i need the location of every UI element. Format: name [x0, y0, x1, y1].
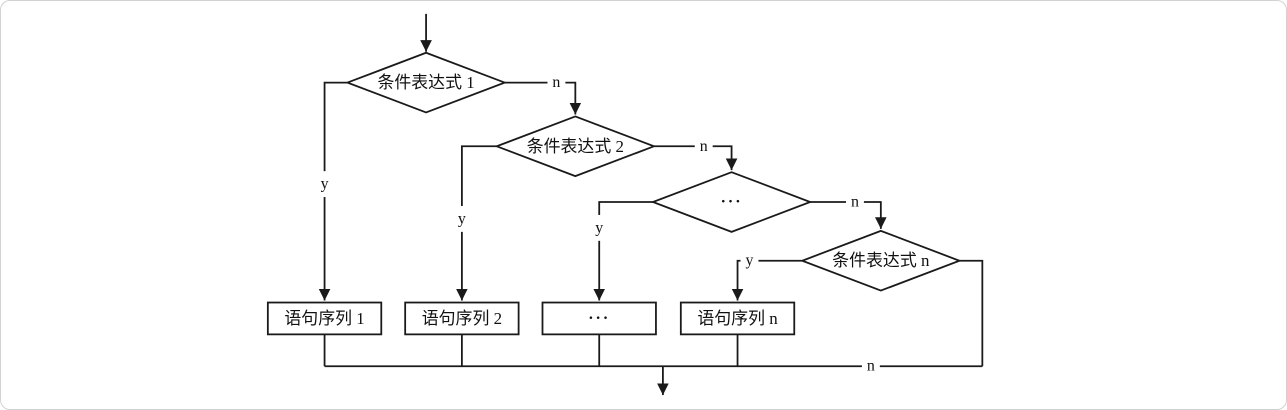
branch-label-backdrop: [694, 137, 713, 156]
decision-diamond-4: [799, 229, 962, 292]
edge-decision2-no: [653, 145, 738, 171]
branch-label-no-1: n: [552, 74, 560, 91]
process-label-4: 语句序列 n: [697, 309, 778, 328]
branch-label-backdrop: [846, 193, 864, 211]
edge-decision1-no: [504, 81, 582, 115]
decision-label-4: 条件表达式 n: [832, 251, 930, 270]
edge-decision3-no: [810, 201, 887, 229]
decision-label-2: 条件表达式 2: [527, 137, 624, 156]
branch-label-backdrop: [591, 214, 608, 241]
labels-group: 条件表达式 1 条件表达式 2 ··· 条件表达式 n 语句序列 1 语句序列 …: [284, 73, 930, 375]
process-label-1: 语句序列 1: [284, 309, 364, 328]
edge-decision3-yes: [593, 201, 653, 301]
edge-decision4-no: [959, 259, 984, 367]
decision-diamond-1: [344, 51, 508, 114]
branch-label-backdrop: [453, 205, 470, 232]
process-box-3: [541, 301, 657, 336]
label-backdrops: [316, 73, 880, 376]
decision-diamond-3: [650, 171, 813, 233]
branch-label-backdrop: [740, 251, 759, 270]
process-box-4: [679, 301, 796, 336]
edge-decision4-yes: [731, 259, 803, 301]
branch-label-backdrop: [316, 171, 333, 198]
decision-label-1: 条件表达式 1: [377, 73, 474, 92]
edge-decision2-yes: [456, 145, 497, 301]
process-box-1: [266, 301, 383, 336]
branch-label-no-4: n: [867, 358, 875, 375]
decision-label-3: ···: [721, 194, 743, 211]
branch-label-yes-3: y: [595, 219, 603, 236]
process-label-2: 语句序列 2: [422, 309, 502, 328]
process-box-2: [404, 301, 520, 336]
decision-diamond-2: [494, 115, 657, 178]
branch-label-no-3: n: [851, 194, 859, 211]
branch-label-backdrop: [861, 357, 880, 376]
process-label-3: ···: [588, 310, 610, 327]
branch-label-yes-4: y: [746, 252, 754, 269]
edge-decision1-yes: [318, 81, 348, 301]
branch-label-yes-1: y: [321, 176, 329, 193]
branch-label-yes-2: y: [458, 210, 466, 227]
branch-label-no-2: n: [700, 138, 708, 155]
branch-label-backdrop: [547, 73, 566, 92]
nodes-group: [266, 51, 962, 336]
